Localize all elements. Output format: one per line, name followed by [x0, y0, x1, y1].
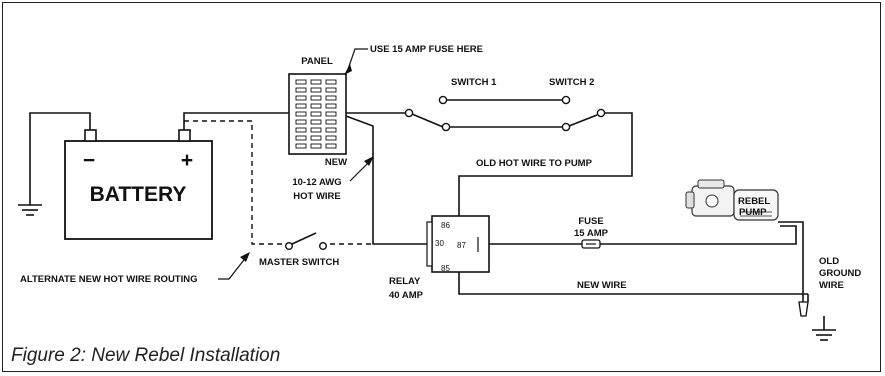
- fuse-slot: [325, 79, 337, 85]
- new-wire-label: NEW WIRE: [577, 280, 627, 291]
- new-wire-label-line2: 10-12 AWG: [292, 177, 341, 188]
- battery-plus-sign: +: [181, 149, 193, 172]
- battery-ground-wire: [18, 112, 91, 216]
- alternate-arrow-icon: [240, 252, 250, 262]
- new-wire-label-line1: NEW: [325, 157, 347, 168]
- fuse-slot: [325, 135, 337, 141]
- panel-label: PANEL: [301, 56, 333, 67]
- old-ground-label-line3: WIRE: [819, 280, 844, 291]
- figure-caption: Figure 2: New Rebel Installation: [11, 345, 280, 366]
- relay-label-line2: 40 AMP: [389, 290, 424, 301]
- fuse-note-arrow-icon: [344, 64, 352, 75]
- old-hot-wire-label: OLD HOT WIRE TO PUMP: [476, 158, 593, 169]
- fuse-slot: [310, 119, 322, 125]
- fuse-slot: [325, 87, 337, 93]
- relay-pin-87: 87: [457, 241, 466, 250]
- old-ground-label-line1: OLD: [819, 256, 839, 267]
- rebel-pump-icon: [685, 179, 779, 221]
- battery: BATTERY − +: [64, 129, 213, 240]
- fuse-slot: [325, 119, 337, 125]
- new-wire-label-line3: HOT WIRE: [293, 191, 341, 202]
- new-wire-arrow-icon: [364, 156, 374, 166]
- fuse-slot: [295, 135, 307, 141]
- fuse-slot: [310, 127, 322, 133]
- fuse-slot: [325, 111, 337, 117]
- switch-1-label: SWITCH 1: [451, 77, 497, 88]
- fuse-slot: [310, 95, 322, 101]
- fuse-slot: [325, 127, 337, 133]
- new-hot-wire: [345, 115, 432, 245]
- switch-2: [404, 108, 606, 132]
- fuse-slot: [310, 135, 322, 141]
- new-wire: [458, 272, 808, 295]
- fuse-slot: [295, 79, 307, 85]
- fuse-note-leader: [346, 48, 368, 73]
- master-switch: [285, 232, 328, 250]
- fuse-slot: [310, 87, 322, 93]
- alternate-leader: [218, 255, 248, 280]
- fuse-slot: [295, 87, 307, 93]
- inline-fuse: [581, 239, 601, 249]
- fuse-label-line2: 15 AMP: [574, 228, 609, 239]
- pump-label-line1: REBEL: [738, 196, 770, 207]
- relay-pin-86: 86: [441, 221, 450, 230]
- fuse-slot: [295, 111, 307, 117]
- fuse-slot: [295, 95, 307, 101]
- battery-label: BATTERY: [90, 183, 187, 206]
- alternate-label: ALTERNATE NEW HOT WIRE ROUTING: [20, 274, 198, 285]
- fuse-slot: [310, 103, 322, 109]
- fuse-slot: [295, 143, 307, 149]
- old-ground-label-line2: GROUND: [819, 268, 861, 279]
- fuse-slot: [325, 103, 337, 109]
- battery-to-panel-wire: [183, 112, 291, 130]
- fuse-label-line1: FUSE: [578, 216, 603, 227]
- fuse-to-pump-wire: [600, 225, 797, 245]
- fuse-slot: [295, 103, 307, 109]
- old-ground-wire: [778, 221, 836, 341]
- master-switch-label: MASTER SWITCH: [259, 257, 339, 268]
- relay-pin-30: 30: [435, 239, 444, 248]
- fuse-slot: [325, 143, 337, 149]
- relay: 86 30 87 85: [426, 215, 490, 273]
- fuse-slot: [295, 119, 307, 125]
- fuse-slot: [310, 143, 322, 149]
- old-hot-wire: [458, 112, 633, 217]
- fuse-panel: [288, 73, 347, 155]
- relay-pin-85: 85: [441, 264, 450, 273]
- switch-1: [438, 95, 571, 105]
- relay-label-line1: RELAY: [389, 276, 421, 287]
- pump-label-line2: PUMP: [739, 207, 767, 218]
- fuse-slot: [295, 127, 307, 133]
- fuse-slot: [325, 95, 337, 101]
- fuse-note-label: USE 15 AMP FUSE HERE: [370, 44, 483, 55]
- fuse-slot: [310, 79, 322, 85]
- battery-minus-sign: −: [83, 149, 95, 172]
- fuse-slot: [310, 111, 322, 117]
- alternate-hot-wire-route: [184, 120, 373, 245]
- switch-2-label: SWITCH 2: [549, 77, 594, 88]
